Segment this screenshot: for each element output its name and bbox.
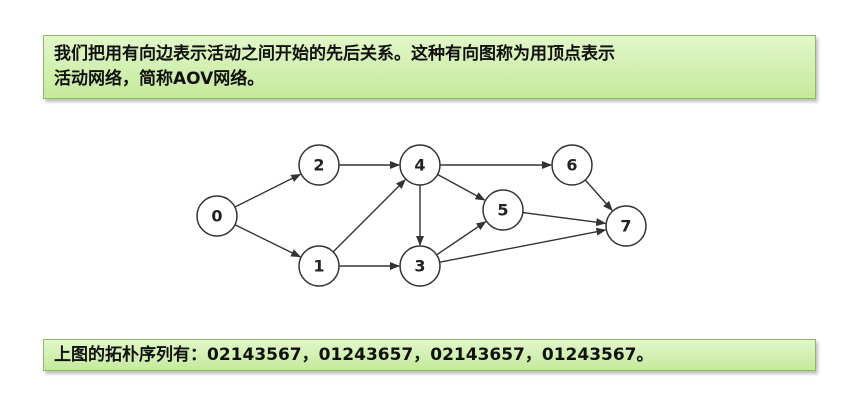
node-label: 5 — [497, 201, 508, 220]
node-circle — [399, 245, 441, 287]
edge-1-to-4 — [332, 179, 406, 253]
edge-3-to-7 — [439, 227, 607, 263]
node-circle — [399, 144, 441, 186]
node-4: 4 — [399, 144, 441, 186]
definition-line-2: 活动网络，简称AOV网络。 — [54, 69, 265, 89]
node-label: 1 — [313, 257, 324, 276]
node-circle — [196, 195, 238, 237]
node-circle — [298, 245, 340, 287]
edge-5-to-7 — [522, 211, 607, 227]
node-7: 7 — [605, 205, 647, 247]
node-circle — [605, 205, 647, 247]
node-0: 0 — [196, 195, 238, 237]
topological-order-text: 上图的拓朴序列有：02143567，01243657，02143657，0124… — [54, 345, 654, 365]
node-label: 7 — [620, 217, 631, 236]
edges-layer — [234, 161, 613, 270]
edge-6-to-7 — [584, 179, 613, 212]
edge-4-to-5 — [437, 173, 486, 201]
node-6: 6 — [551, 144, 593, 186]
node-circle — [298, 144, 340, 186]
node-label: 4 — [414, 156, 425, 175]
node-1: 1 — [298, 245, 340, 287]
topological-order-callout: 上图的拓朴序列有：02143567，01243657，02143657，0124… — [43, 339, 816, 371]
definition-callout: 我们把用有向边表示活动之间开始的先后关系。这种有向图称为用顶点表示 活动网络，简… — [43, 35, 816, 99]
node-label: 6 — [566, 156, 577, 175]
node-label: 3 — [414, 257, 425, 276]
edge-0-to-1 — [234, 224, 302, 258]
node-5: 5 — [482, 189, 524, 231]
node-2: 2 — [298, 144, 340, 186]
nodes-layer: 0 1 2 3 4 5 6 7 — [196, 144, 647, 287]
definition-line-1: 我们把用有向边表示活动之间开始的先后关系。这种有向图称为用顶点表示 — [54, 44, 615, 64]
node-label: 2 — [313, 156, 324, 175]
node-label: 0 — [211, 207, 222, 226]
node-circle — [482, 189, 524, 231]
edge-3-to-5 — [436, 221, 487, 256]
node-circle — [551, 144, 593, 186]
edge-0-to-2 — [234, 173, 302, 208]
node-3: 3 — [399, 245, 441, 287]
